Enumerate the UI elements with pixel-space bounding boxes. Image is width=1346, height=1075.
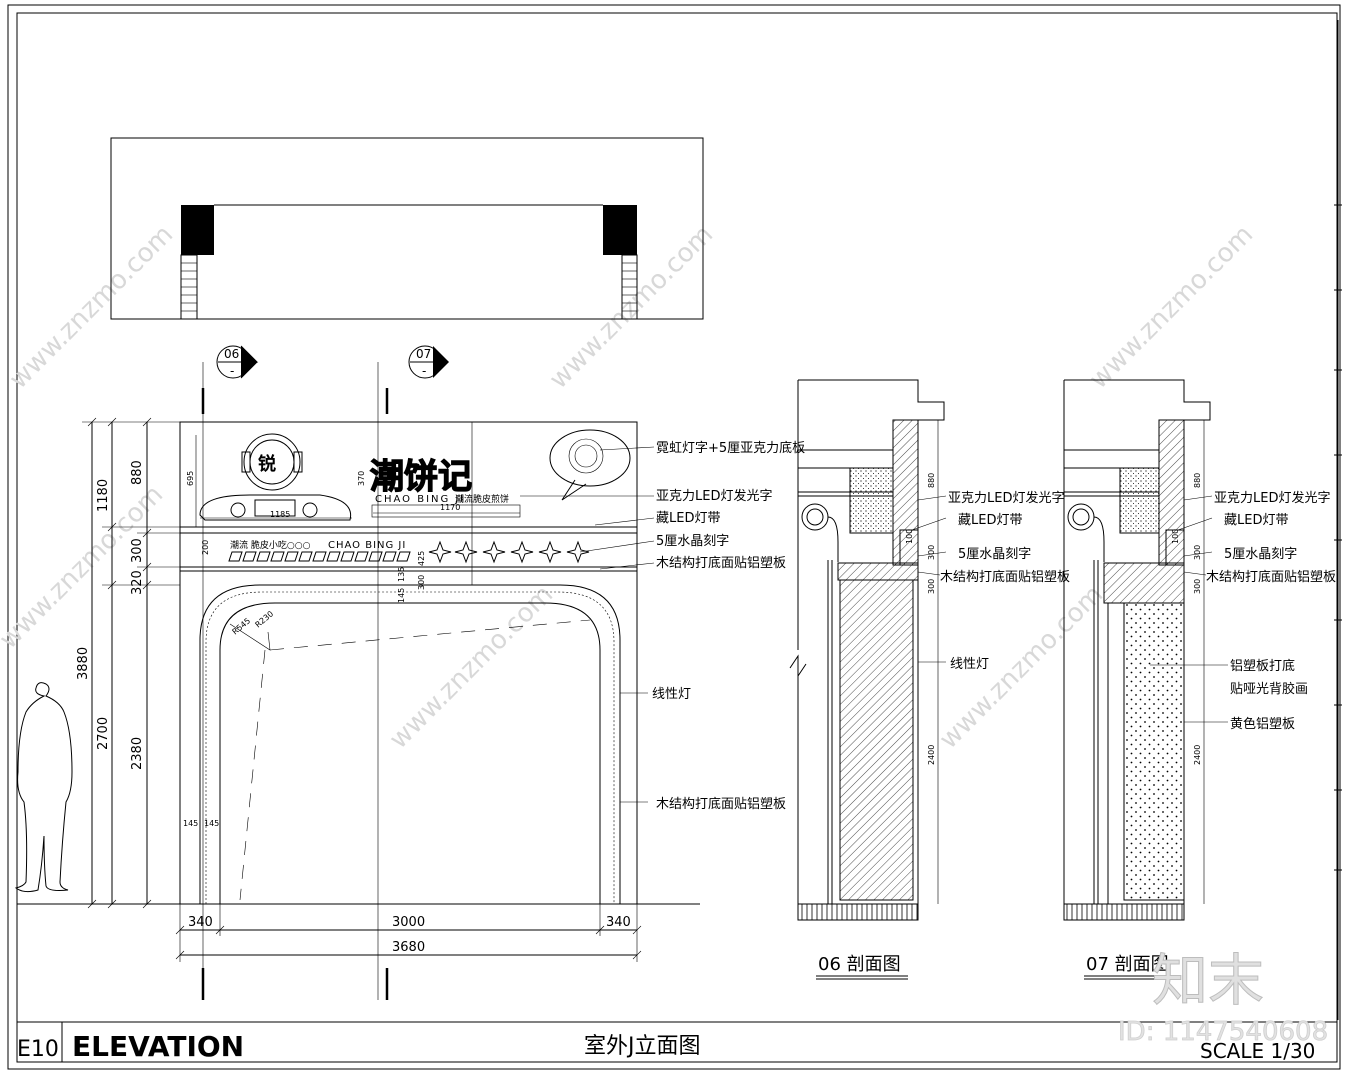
watermarks: www.znzmo.com www.znzmo.com www.znzmo.co…: [0, 220, 1259, 755]
sign-sub-text: CHAO BING JI: [375, 494, 465, 505]
svg-text:木结构打底面贴铝塑板: 木结构打底面贴铝塑板: [656, 796, 786, 812]
svg-text:06: 06: [224, 347, 239, 361]
svg-text:2400: 2400: [927, 745, 936, 765]
brand-logo-watermark: 知末: [1152, 949, 1264, 1014]
svg-text:880: 880: [130, 460, 145, 485]
star-row: [428, 540, 590, 564]
section-07: 880 100 300 300 2400 亚克力LED灯发光字 藏LED灯带 5…: [1063, 379, 1336, 980]
bottom-dimensions: 340 3000 340 3680: [175, 904, 642, 962]
svg-text:线性灯: 线性灯: [652, 687, 691, 702]
svg-text:135: 135: [397, 567, 406, 582]
outer-frame: [7, 4, 1341, 1070]
scale-label: SCALE 1/30: [1200, 1039, 1315, 1063]
inner-frame: [16, 12, 1338, 1063]
svg-text:200: 200: [201, 540, 210, 555]
svg-text:340: 340: [606, 915, 631, 930]
svg-text:霓虹灯字+5厘亚克力底板: 霓虹灯字+5厘亚克力底板: [656, 440, 805, 456]
svg-text:亚克力LED灯发光字: 亚克力LED灯发光字: [656, 488, 772, 504]
plan-view: [110, 137, 704, 320]
svg-text:145: 145: [204, 819, 219, 828]
strip-left-text: 潮流 脆皮小吃○○○: [230, 539, 311, 551]
strip-right-text: CHAO BING JI: [328, 540, 406, 551]
svg-text:锐: 锐: [258, 453, 276, 475]
svg-text:300: 300: [1193, 579, 1202, 594]
svg-text:R230: R230: [254, 609, 276, 629]
section-06: 880 100 300 300 2400 亚克力LED灯发光字 藏LED灯带 5…: [789, 379, 1070, 980]
svg-text:300: 300: [130, 538, 145, 563]
id-watermark: ID: 1147540608: [1118, 1017, 1328, 1047]
svg-text:-: -: [422, 364, 426, 378]
svg-text:www.znzmo.com: www.znzmo.com: [1084, 220, 1259, 395]
svg-text:-: -: [230, 364, 234, 378]
svg-text:5厘水晶刻字: 5厘水晶刻字: [656, 534, 729, 549]
svg-text:亚克力LED灯发光字: 亚克力LED灯发光字: [948, 490, 1064, 506]
svg-text:木结构打底面贴铝塑板: 木结构打底面贴铝塑板: [940, 569, 1070, 585]
svg-text:2700: 2700: [96, 717, 111, 750]
svg-text:1180: 1180: [96, 479, 111, 512]
elevation-heading: ELEVATION: [72, 1030, 244, 1063]
svg-text:880: 880: [927, 473, 936, 488]
svg-text:R545: R545: [231, 616, 253, 636]
badge-ellipse: [549, 429, 631, 487]
svg-text:425: 425: [417, 551, 426, 566]
sign-main-text: 潮饼记: [370, 457, 472, 497]
section-marker-07: 07 -: [385, 345, 449, 414]
svg-text:木结构打底面贴铝塑板: 木结构打底面贴铝塑板: [1206, 569, 1336, 585]
svg-text:黄色铝塑板: 黄色铝塑板: [1230, 716, 1295, 732]
svg-text:07 剖面图: 07 剖面图: [1086, 954, 1169, 975]
svg-text:线性灯: 线性灯: [950, 657, 989, 672]
svg-text:木结构打底面贴铝塑板: 木结构打底面贴铝塑板: [656, 555, 786, 571]
sign-tag-text: 潮流脆皮煎饼: [455, 493, 509, 505]
svg-text:145: 145: [183, 819, 198, 828]
svg-text:300: 300: [927, 579, 936, 594]
svg-text:2380: 2380: [130, 737, 145, 770]
svg-text:1185: 1185: [270, 510, 290, 519]
human-figure: [14, 682, 73, 893]
title-block: E10 ELEVATION 室外J立面图 SCALE 1/30: [17, 1030, 1315, 1063]
elevation-labels: 霓虹灯字+5厘亚克力底板 亚克力LED灯发光字 藏LED灯带 5厘水晶刻字 木结…: [520, 440, 805, 812]
svg-text:www.znzmo.com: www.znzmo.com: [4, 220, 179, 395]
svg-text:07: 07: [416, 347, 431, 361]
sheet-number: E10: [17, 1037, 59, 1062]
svg-text:3000: 3000: [392, 915, 425, 930]
svg-text:藏LED灯带: 藏LED灯带: [958, 513, 1022, 528]
left-dimensions: 1180 880 300 320 3880 2700 2380: [76, 417, 180, 909]
svg-text:亚克力LED灯发光字: 亚克力LED灯发光字: [1214, 490, 1330, 506]
svg-text:145: 145: [397, 588, 406, 603]
drawing-title: 室外J立面图: [584, 1034, 701, 1059]
svg-text:695: 695: [186, 471, 195, 486]
elevation-view: [17, 421, 700, 905]
svg-text:www.znzmo.com: www.znzmo.com: [384, 580, 559, 755]
svg-text:370: 370: [357, 471, 366, 486]
svg-text:300: 300: [417, 575, 426, 590]
right-border-ticks: [1334, 204, 1342, 871]
svg-text:06 剖面图: 06 剖面图: [818, 954, 901, 975]
signage: 锐 潮饼记 CHAO BING JI 潮流脆皮煎饼 潮流 脆皮小吃○○○ CHA…: [199, 429, 631, 564]
svg-text:5厘水晶刻字: 5厘水晶刻字: [1224, 547, 1297, 562]
svg-text:100: 100: [1171, 529, 1180, 544]
svg-text:320: 320: [130, 570, 145, 595]
logo-circle: [243, 433, 301, 491]
svg-text:3880: 3880: [76, 647, 91, 680]
svg-text:300: 300: [1193, 545, 1202, 560]
svg-text:1170: 1170: [440, 503, 460, 512]
svg-text:贴哑光背胶画: 贴哑光背胶画: [1230, 681, 1308, 697]
section-marker-06: 06 -: [201, 345, 259, 414]
svg-text:880: 880: [1193, 473, 1202, 488]
svg-text:300: 300: [927, 545, 936, 560]
svg-text:3680: 3680: [392, 940, 425, 955]
svg-text:铝塑板打底: 铝塑板打底: [1230, 658, 1295, 674]
svg-text:340: 340: [188, 915, 213, 930]
svg-text:藏LED灯带: 藏LED灯带: [1224, 513, 1288, 528]
svg-text:5厘水晶刻字: 5厘水晶刻字: [958, 547, 1031, 562]
svg-text:藏LED灯带: 藏LED灯带: [656, 511, 720, 526]
svg-text:100: 100: [905, 529, 914, 544]
svg-text:2400: 2400: [1193, 745, 1202, 765]
